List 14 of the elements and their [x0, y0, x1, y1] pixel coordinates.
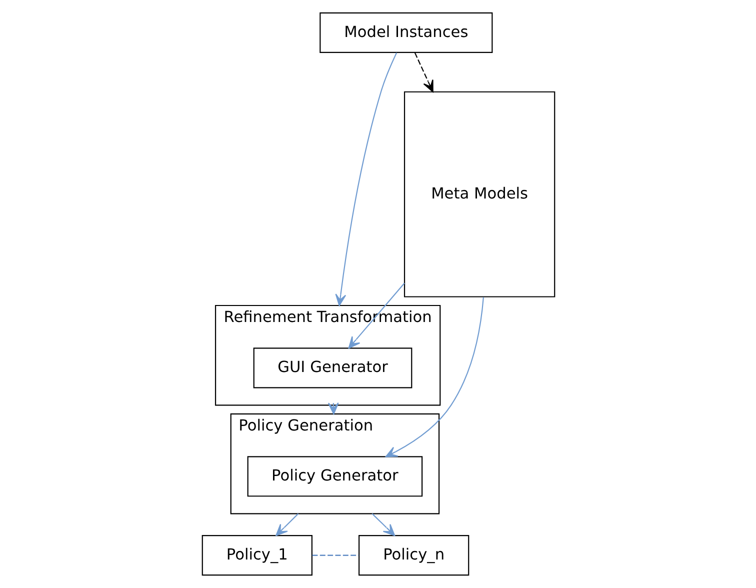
- arrow: [371, 513, 395, 536]
- node-box: Policy_n: [358, 535, 469, 576]
- arrow: [327, 402, 338, 415]
- node-box: Policy_1: [201, 535, 312, 576]
- arrow: [334, 52, 397, 306]
- node-box: Policy Generator: [246, 456, 422, 497]
- arrow: [384, 297, 484, 458]
- arrow: [275, 513, 298, 536]
- connector: [312, 554, 358, 556]
- node-box: Model Instances: [319, 12, 492, 53]
- arrow: [348, 282, 404, 349]
- arrow: [414, 52, 433, 92]
- node-box: GUI Generator: [252, 348, 412, 388]
- node-box: Meta Models: [403, 91, 555, 298]
